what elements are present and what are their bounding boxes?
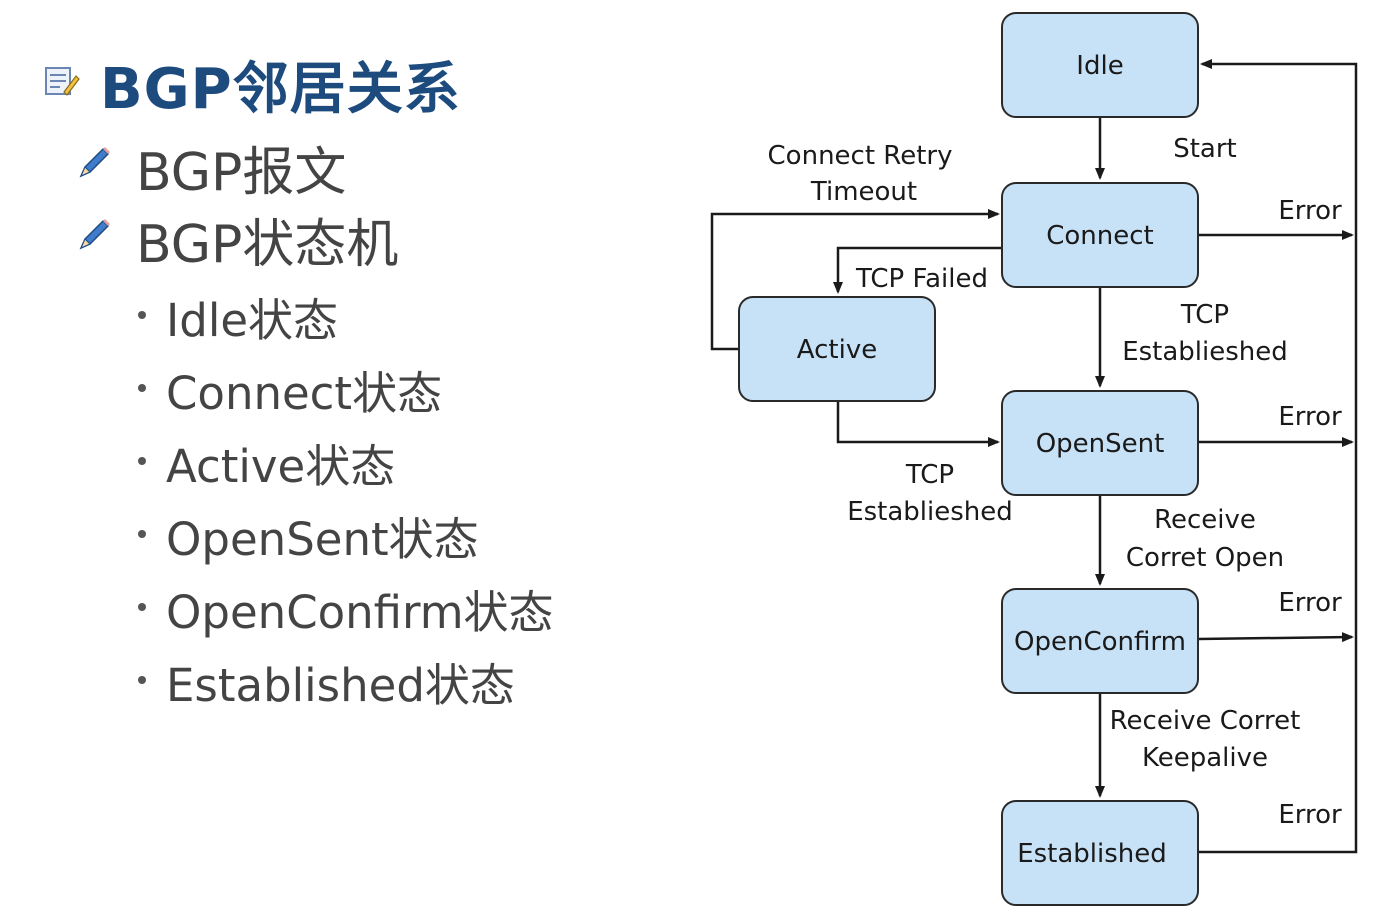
state-idle: Idle: [1001, 12, 1199, 118]
label-receive-open-2: Corret Open: [1126, 543, 1284, 573]
edge-tcp-failed: [833, 246, 1002, 294]
state-active: Active: [738, 296, 936, 402]
sub-item-connect: Connect状态: [166, 367, 443, 420]
pencil-icon: [79, 219, 110, 250]
note-edit-icon: [45, 67, 80, 96]
state-openconfirm: OpenConfirm: [1001, 588, 1199, 694]
edge-active-to-opensent: [836, 402, 1000, 447]
sub-item-established: Established状态: [166, 659, 515, 712]
bullet-dot: [138, 384, 146, 392]
bullet-dot: [138, 311, 146, 319]
bullet-item-bgp-message: BGP报文: [136, 143, 347, 203]
state-idle-label: Idle: [1076, 51, 1123, 81]
state-connect-label: Connect: [1046, 221, 1154, 251]
slide-title: BGP邻居关系: [100, 57, 461, 122]
edge-connect-retry: [710, 209, 1000, 351]
bullet-dot: [138, 603, 146, 611]
label-connect-retry-1: Connect Retry: [768, 141, 953, 171]
sub-item-opensent: OpenSent状态: [166, 513, 479, 566]
label-error-openconfirm: Error: [1278, 588, 1342, 618]
bullet-dot: [138, 457, 146, 465]
label-receive-keepalive-1: Receive Corret: [1110, 706, 1301, 736]
label-error-established: Error: [1278, 800, 1342, 830]
label-receive-keepalive-2: Keepalive: [1142, 743, 1268, 773]
state-opensent-label: OpenSent: [1036, 429, 1165, 459]
label-tcp-established-left-1: TCP: [905, 460, 954, 490]
label-receive-open-1: Receive: [1154, 505, 1256, 535]
label-error-connect: Error: [1278, 196, 1342, 226]
label-connect-retry-2: Timeout: [810, 177, 917, 207]
state-active-label: Active: [797, 335, 877, 365]
label-start: Start: [1173, 134, 1237, 164]
label-error-opensent: Error: [1278, 402, 1342, 432]
bullet-dot: [138, 530, 146, 538]
label-tcp-failed: TCP Failed: [855, 264, 988, 294]
edge-error-return-to-idle: [1198, 59, 1358, 854]
label-tcp-established-right-1: TCP: [1180, 300, 1229, 330]
label-tcp-established-left-2: Establieshed: [847, 497, 1013, 527]
sub-item-openconfirm: OpenConfirm状态: [166, 586, 554, 639]
state-connect: Connect: [1001, 182, 1199, 288]
state-opensent: OpenSent: [1001, 390, 1199, 496]
sub-item-active: Active状态: [166, 440, 396, 493]
sub-item-idle: Idle状态: [166, 294, 339, 347]
edge-error-openconfirm: [1197, 632, 1354, 643]
bullet-item-bgp-fsm: BGP状态机: [136, 215, 399, 275]
label-tcp-established-right-2: Establieshed: [1122, 337, 1288, 367]
bullet-dot: [138, 676, 146, 684]
state-established-label: Established: [1017, 839, 1167, 869]
state-openconfirm-label: OpenConfirm: [1014, 627, 1186, 657]
pencil-icon: [79, 147, 110, 178]
state-established: Established: [1001, 800, 1199, 906]
